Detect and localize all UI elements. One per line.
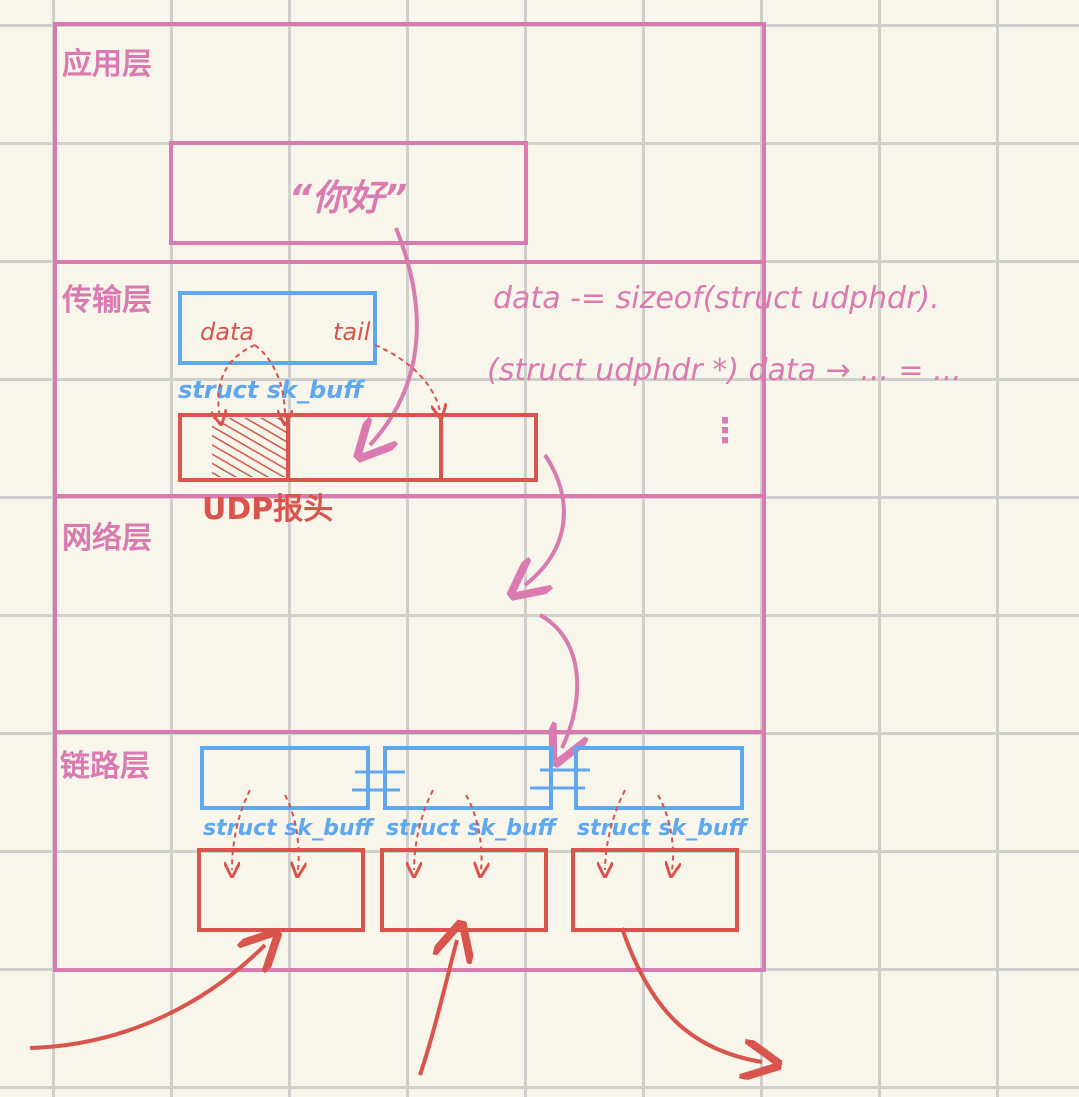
link-skb-box-1 [200, 746, 370, 810]
link-data-buffer-1 [197, 848, 365, 932]
link-pointer-2a [414, 789, 434, 870]
transport-data-buffer [178, 413, 538, 482]
code-line-1: data -= sizeof(struct udphdr). [493, 281, 940, 316]
link-skb-box-3 [574, 746, 744, 810]
incoming-arrow-2 [418, 940, 457, 1076]
app-payload-box [169, 141, 528, 245]
data-pointer-arrow [218, 344, 256, 418]
udp-header-hatched-area [212, 418, 286, 477]
link-skb-label-2: struct sk_buff [386, 816, 558, 841]
layer-label-network: 网络层 [62, 521, 152, 556]
link-data-buffer-3 [571, 848, 739, 932]
tail-pointer-label: tail [333, 318, 371, 346]
network-to-link-arrow [539, 613, 577, 748]
code-line-2: (struct udphdr *) data → ... = ... [487, 353, 962, 388]
link-data-buffer-2 [380, 848, 548, 932]
layer-label-link: 链路层 [60, 749, 150, 784]
udp-header-label: UDP报头 [202, 492, 333, 527]
link-pointer-3a [605, 789, 626, 870]
transport-skb-struct-box [178, 291, 377, 365]
data-pointer-arrow-2 [254, 344, 285, 418]
link-skb-label-3: struct sk_buff [577, 816, 749, 841]
tail-pointer-arrow [374, 344, 440, 412]
data-pointer-label: data [200, 318, 254, 346]
link-skb-label-1: struct sk_buff [203, 816, 375, 841]
link-skb-box-2 [383, 746, 553, 810]
app-payload-text: “你好” [289, 178, 407, 219]
payload-to-buffer-arrow [370, 227, 419, 445]
link-pointer-1a [232, 789, 251, 870]
transport-to-network-arrow [525, 453, 566, 585]
transport-skb-label: struct sk_buff [178, 376, 365, 404]
outgoing-arrow [620, 927, 762, 1062]
layer-label-application: 应用层 [62, 47, 152, 82]
layer-label-transport: 传输层 [61, 283, 152, 318]
code-ellipsis: ⋮ [708, 411, 742, 451]
incoming-arrow-1 [29, 945, 265, 1050]
